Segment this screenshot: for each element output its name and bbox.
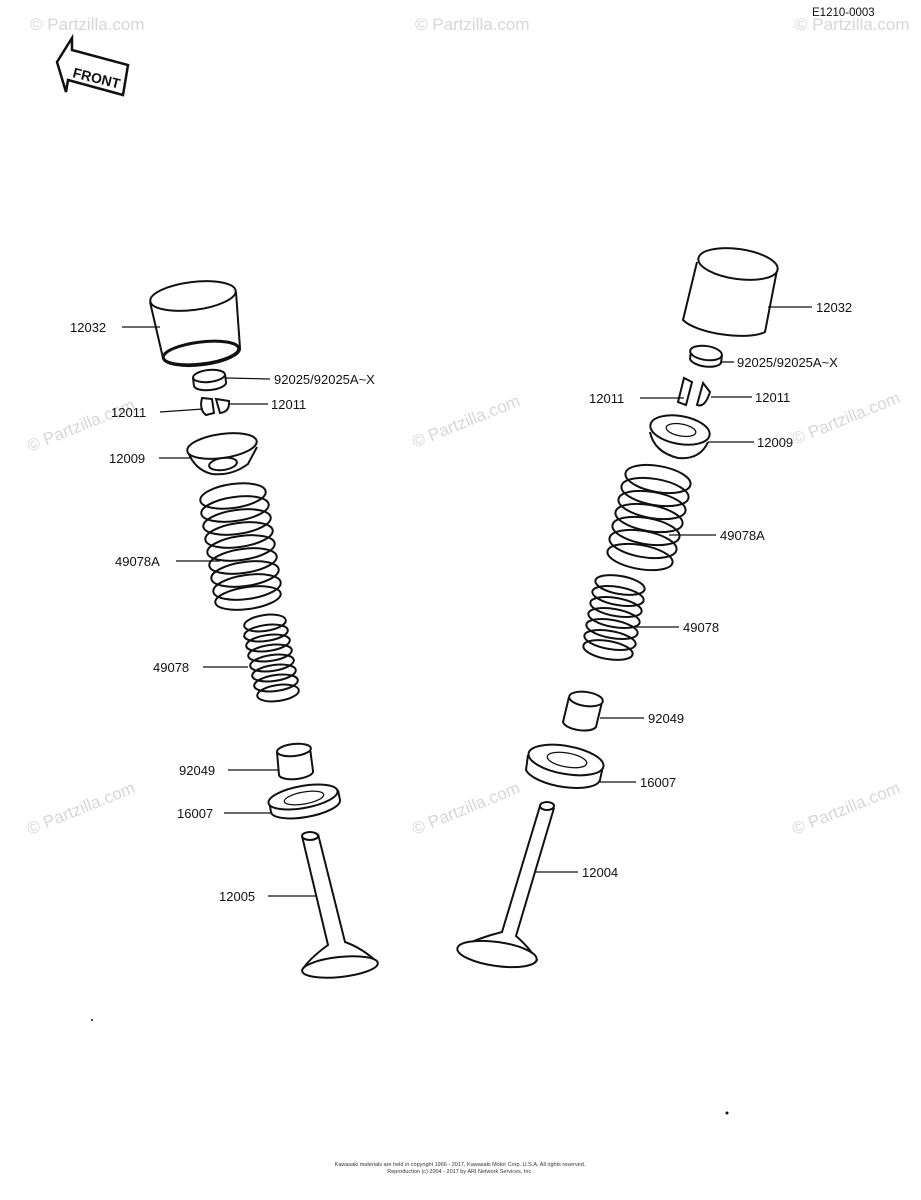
- watermark: © Partzilla.com: [24, 778, 137, 839]
- left-outer-spring: [199, 482, 282, 611]
- left-keepers: [200, 396, 231, 417]
- right-keepers: [676, 376, 712, 407]
- right-assembly: [456, 247, 779, 969]
- label-right-cap: 12032: [816, 300, 852, 315]
- right-seal: [561, 690, 604, 732]
- label-right-seat: 16007: [640, 775, 676, 790]
- label-left-seal: 92049: [179, 763, 215, 778]
- label-left-keeper-b: 12011: [271, 397, 306, 412]
- label-left-shim: 92025/92025A~X: [274, 372, 375, 387]
- label-right-retainer: 12009: [757, 435, 793, 450]
- speck: [725, 1111, 729, 1115]
- right-valve: [456, 801, 555, 969]
- label-left-cap: 12032: [70, 320, 106, 335]
- watermark: © Partzilla.com: [795, 15, 910, 34]
- front-arrow: FRONT: [55, 33, 130, 97]
- right-retainer: [649, 414, 711, 460]
- right-outer-spring: [606, 463, 692, 572]
- footer: Kawasaki materials are held in copyright…: [335, 1162, 586, 1175]
- label-right-outer-spring: 49078A: [720, 528, 765, 543]
- speck: [91, 1019, 93, 1021]
- footer-line-2: Reproduction (c) 2004 - 2017 by ARI Netw…: [387, 1169, 533, 1175]
- watermark: © Partzilla.com: [789, 388, 902, 449]
- label-right-shim: 92025/92025A~X: [737, 355, 838, 370]
- watermark: © Partzilla.com: [409, 391, 522, 452]
- label-right-valve: 12004: [582, 865, 618, 880]
- watermark-layer: © Partzilla.com © Partzilla.com © Partzi…: [24, 15, 909, 839]
- label-right-inner-spring: 49078: [683, 620, 719, 635]
- label-left-outer-spring: 49078A: [115, 554, 160, 569]
- part-labels: 12032 92025/92025A~X 12011 12011 12009 4…: [70, 300, 852, 904]
- right-cap: [681, 247, 779, 337]
- front-arrow-icon: [55, 33, 130, 97]
- watermark: © Partzilla.com: [30, 15, 145, 34]
- right-shim: [688, 344, 723, 368]
- label-left-valve: 12005: [219, 889, 255, 904]
- label-left-seat: 16007: [177, 806, 213, 821]
- left-valve: [300, 831, 379, 979]
- left-seal: [276, 742, 315, 781]
- watermark: © Partzilla.com: [409, 778, 522, 839]
- label-right-seal: 92049: [648, 711, 684, 726]
- right-seat: [524, 743, 605, 790]
- left-inner-spring: [243, 613, 300, 703]
- label-left-inner-spring: 49078: [153, 660, 189, 675]
- leader-lines: [122, 306, 812, 897]
- left-shim: [192, 368, 228, 392]
- right-inner-spring: [582, 574, 646, 661]
- footer-line-1: Kawasaki materials are held in copyright…: [335, 1162, 586, 1168]
- diagram-code: E1210-0003: [812, 7, 875, 19]
- label-right-keeper-a: 12011: [589, 391, 624, 406]
- label-left-keeper-a: 12011: [111, 405, 146, 420]
- left-seat: [267, 783, 342, 820]
- label-right-keeper-b: 12011: [755, 390, 790, 405]
- watermark: © Partzilla.com: [789, 778, 902, 839]
- left-assembly: [149, 280, 379, 979]
- left-retainer: [186, 432, 258, 476]
- left-cap: [149, 280, 242, 368]
- label-left-retainer: 12009: [109, 451, 145, 466]
- watermark: © Partzilla.com: [415, 15, 530, 34]
